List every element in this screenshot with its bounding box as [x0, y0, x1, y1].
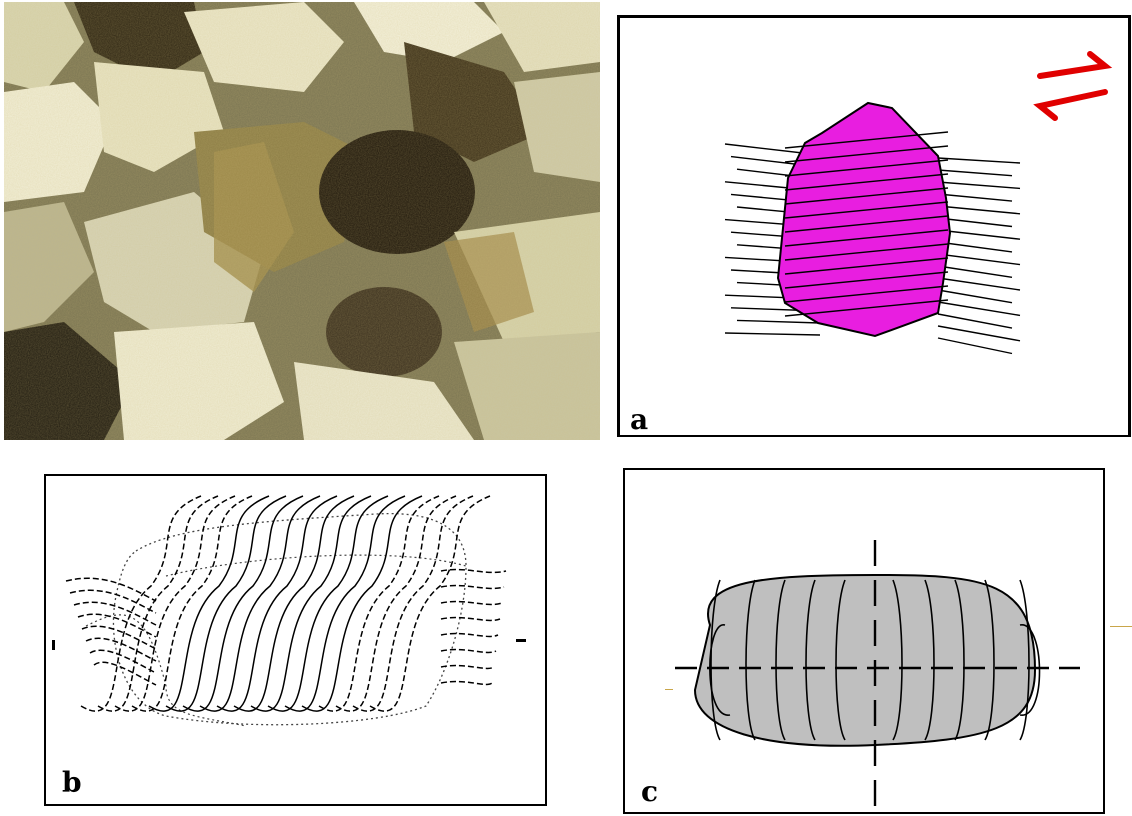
edge-mark — [665, 689, 673, 690]
edge-mark — [1110, 626, 1132, 627]
panel-label-c: c — [641, 775, 658, 808]
external-foliation-line — [938, 278, 1020, 290]
external-foliation-line — [441, 570, 506, 573]
panel-label-b: b — [62, 766, 82, 799]
inclusion-trail-line — [336, 496, 456, 711]
external-foliation-line — [78, 614, 156, 637]
diagram-panel-b: b — [44, 474, 547, 806]
photomicrograph-image — [4, 2, 600, 440]
external-foliation-line — [66, 578, 156, 601]
panel-label-a: a — [630, 403, 648, 436]
external-foliation-line — [441, 666, 494, 669]
external-foliation-line — [90, 650, 156, 673]
inclusion-trail-line — [370, 496, 490, 711]
external-foliation-line — [938, 206, 1020, 214]
external-foliation-line — [441, 586, 504, 589]
external-foliation-line — [737, 320, 820, 323]
external-foliation-line — [938, 266, 1012, 277]
external-foliation-line — [725, 333, 820, 335]
external-foliation-line — [938, 314, 1012, 328]
diagram-panel-c: c — [623, 468, 1105, 814]
external-foliation-line — [938, 182, 1020, 188]
external-foliation-line — [938, 302, 1020, 315]
diagram-panel-a: a — [617, 15, 1131, 437]
porphyroblast-millipede-inclusions — [625, 470, 1103, 812]
external-foliation-line — [938, 338, 1012, 354]
shear-sense-arrows — [1040, 54, 1105, 118]
external-foliation-line — [938, 194, 1012, 201]
external-foliation-line — [938, 170, 1012, 176]
external-foliation-line — [441, 618, 500, 621]
inclusion-trail-line — [353, 496, 473, 711]
external-foliation-line — [938, 254, 1020, 265]
external-foliation-line — [938, 158, 1020, 163]
external-foliation-line — [938, 290, 1012, 303]
external-foliation-line — [441, 634, 498, 637]
porphyroblast-sigmoidal-inclusions — [46, 476, 545, 804]
porphyroblast-shape — [778, 103, 950, 336]
external-foliation-line — [441, 682, 492, 685]
external-foliation-line — [441, 602, 502, 605]
external-foliation-line — [441, 650, 496, 653]
inclusion-trail-line — [319, 496, 439, 711]
external-foliation-line — [74, 602, 156, 625]
external-foliation-line — [94, 662, 156, 685]
external-foliation-line — [938, 326, 1020, 341]
porphyroblast-straight-inclusions — [620, 18, 1128, 435]
photomicrograph — [4, 2, 600, 440]
